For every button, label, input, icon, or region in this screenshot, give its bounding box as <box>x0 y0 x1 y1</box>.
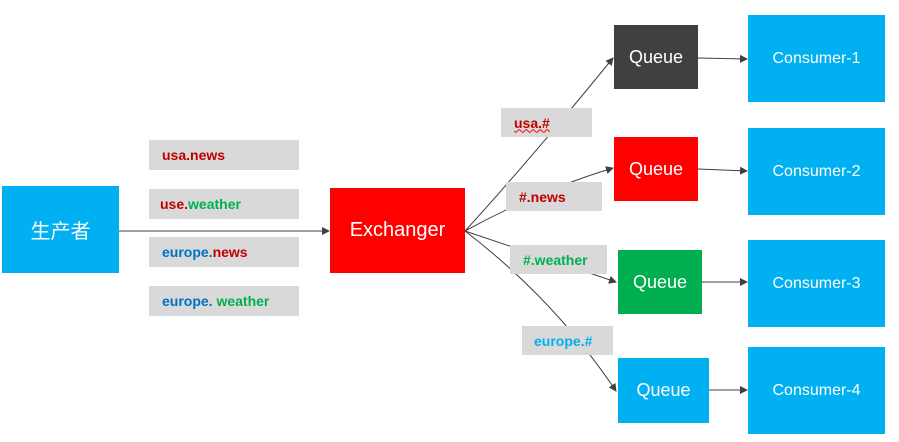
queue-4: Queue <box>618 358 709 423</box>
message-suffix: news <box>190 147 226 163</box>
queue-label: Queue <box>632 271 688 292</box>
queue-3: Queue <box>618 250 702 314</box>
arrow-queue-1-to-consumer-1 <box>697 54 748 63</box>
consumer-4: Consumer-4 <box>748 347 885 434</box>
message-suffix: weather <box>188 196 241 212</box>
queue-label: Queue <box>628 158 684 179</box>
message-usa-news: usa.news <box>149 140 299 170</box>
message-europe-weather: europe. weather <box>149 286 299 316</box>
binding-key-weather: #.weather <box>510 245 607 274</box>
consumer-label: Consumer-1 <box>772 49 861 67</box>
producer-box: 生产者 <box>2 186 119 273</box>
queue-2: Queue <box>614 137 698 201</box>
queue-label: Queue <box>628 46 684 67</box>
message-prefix: europe. <box>162 293 217 309</box>
queue-1: Queue <box>614 25 698 89</box>
binding-key-news: #.news <box>506 182 602 211</box>
binding-key-europe: europe.# <box>522 326 613 355</box>
message-prefix: use. <box>160 196 189 212</box>
consumer-1: Consumer-1 <box>748 15 885 102</box>
message-suffix: weather <box>216 293 270 309</box>
binding-label: #.news <box>519 188 566 205</box>
message-prefix: europe. <box>162 244 213 260</box>
exchanger-label: Exchanger <box>349 219 446 241</box>
exchanger-box: Exchanger <box>330 188 465 273</box>
binding-label: europe.# <box>534 332 593 349</box>
consumer-label: Consumer-3 <box>772 274 861 292</box>
producer-label: 生产者 <box>30 219 91 243</box>
consumer-2: Consumer-2 <box>748 128 885 215</box>
message-europe-news: europe.news <box>149 237 299 267</box>
binding-label: usa.# <box>514 114 550 131</box>
message-prefix: usa. <box>162 147 191 163</box>
binding-label: #.weather <box>523 251 588 268</box>
arrow-exchanger-to-queue-1 <box>464 57 614 232</box>
binding-key-usa: usa.# <box>501 108 592 137</box>
arrow-exchanger-to-queue-4 <box>464 230 617 392</box>
consumer-3: Consumer-3 <box>748 240 885 327</box>
message-use-weather: use.weather <box>149 189 299 219</box>
message-suffix: news <box>212 244 248 260</box>
arrow-queue-2-to-consumer-2 <box>697 166 748 175</box>
consumer-label: Consumer-4 <box>772 381 861 399</box>
queue-label: Queue <box>636 380 691 400</box>
consumer-label: Consumer-2 <box>772 162 861 180</box>
